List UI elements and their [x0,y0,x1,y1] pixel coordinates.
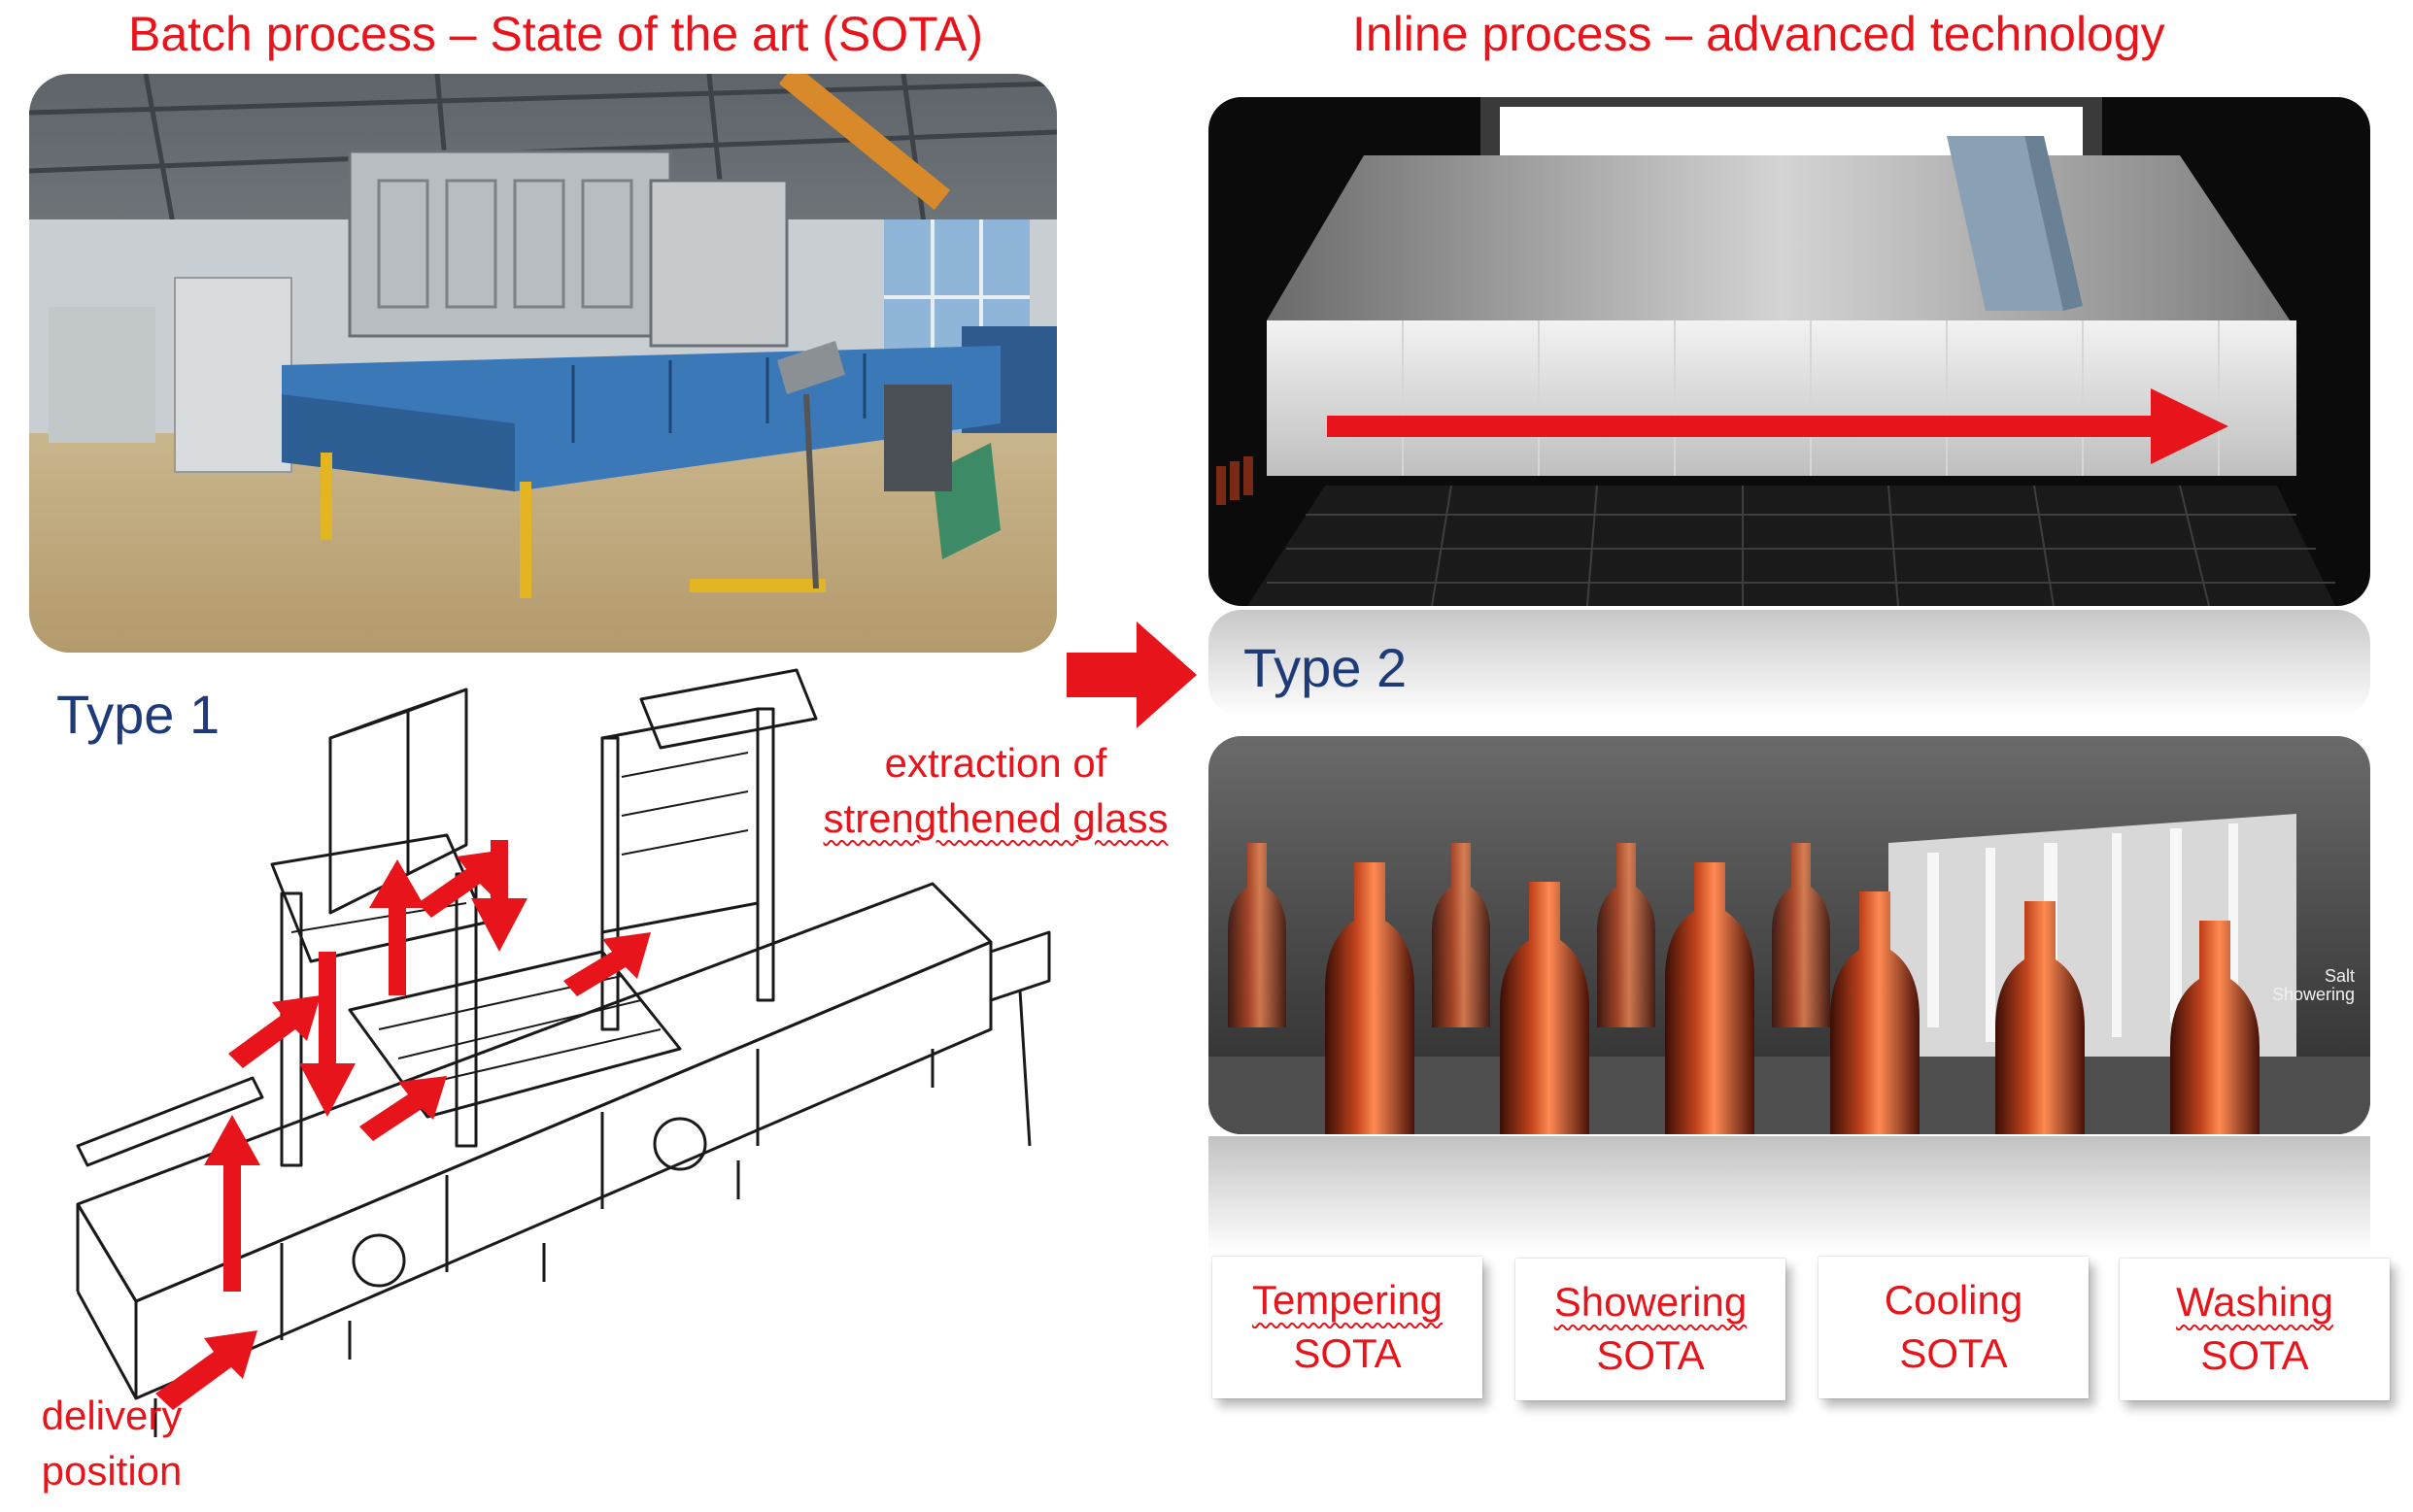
batch-factory-photo [29,74,1057,653]
step-status: SOTA [1293,1330,1402,1376]
step-status: SOTA [1596,1332,1705,1378]
caption-line-1: Salt [2324,966,2355,986]
step-box-washing: Washing SOTA [2120,1259,2390,1400]
caption-line-2: Showering [2271,984,2355,1004]
tunnel-reflection [1208,610,2370,717]
delivery-annotation: delivery position [29,1389,233,1498]
step-name: Showering [1553,1279,1748,1326]
type-1-label: Type 1 [56,684,221,745]
step-status: SOTA [2200,1332,2309,1378]
bottles-reflection [1208,1136,2370,1253]
delivery-line-1: delivery [41,1393,183,1438]
step-name: Cooling [1884,1277,2023,1324]
step-status: SOTA [1899,1330,2008,1376]
step-name: Washing [2176,1279,2333,1326]
extraction-line-2: strengthened glass [823,794,1169,841]
right-title: Inline process – advanced technology [1352,7,2165,61]
left-title: Batch process – State of the art (SOTA) [128,7,984,61]
inline-tunnel-render [1208,97,2370,606]
extraction-annotation: extraction of strengthened glass [806,736,1185,846]
extraction-line-1: extraction of [884,740,1107,786]
step-box-showering: Showering SOTA [1515,1259,1785,1400]
step-name: Tempering [1251,1277,1444,1324]
delivery-line-2: position [41,1447,183,1494]
salt-showering-caption: Salt Showering [2272,967,2355,1004]
bottles-photo: Salt Showering [1208,736,2370,1134]
transition-arrow [1067,622,1197,728]
type-2-label: Type 2 [1243,637,1408,698]
machine-schematic [58,660,1107,1457]
step-box-tempering: Tempering SOTA [1212,1257,1482,1398]
step-box-cooling: Cooling SOTA [1818,1257,2089,1398]
